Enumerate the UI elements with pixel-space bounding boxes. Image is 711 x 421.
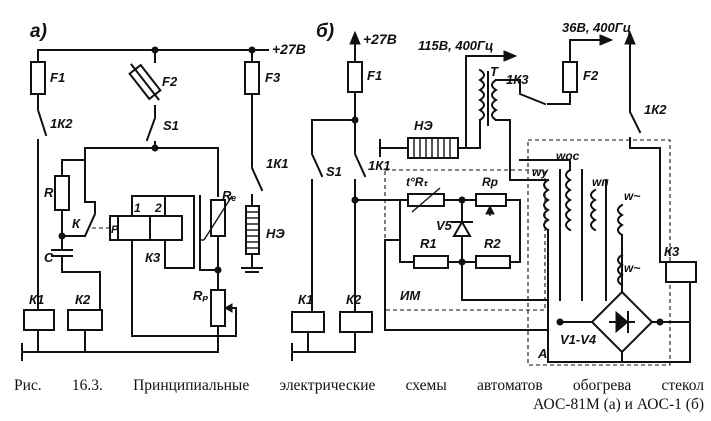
schematic-b: б) +27В F1 S1 1К1 К1 К2 [291,20,697,366]
label-s1-a: S1 [163,118,179,133]
fuse-f1-a [30,61,46,95]
caption-line-1: Рис. 16.3. Принципиальные электрические … [14,377,704,394]
panel-a-letter: а) [30,21,47,42]
label-heater-b: НЭ [414,118,433,133]
zener-v5 [452,219,472,237]
label-k-contact-a: К [72,216,81,231]
label-p-a: P [111,224,119,236]
label-wac2: w~ [624,261,640,275]
label-f2-b: F2 [583,68,599,83]
label-wy: wу [532,165,549,179]
label-1k2-contact-a: 1К2 [50,116,73,131]
label-r-a: R [44,185,54,200]
label-wac1: w~ [624,189,640,203]
resistor-r1-b [413,255,449,269]
label-heater-a: НЭ [266,226,285,241]
fuse-f2-b [562,61,578,93]
relay-k2-coil-a [67,309,103,331]
label-f1-a: F1 [50,70,65,85]
amplifier-a-block [527,139,671,366]
relay-k1-coil-a [23,309,55,331]
label-k1-a: К1 [29,292,44,307]
im-block [384,169,546,311]
label-k2-a: К2 [75,292,91,307]
relay-k3-coil-b [665,261,697,283]
label-1k1-contact-a: 1К1 [266,156,288,171]
fuse-f1-b [347,61,363,93]
circuit-diagram: а) +27В F1 1К2 F2 S1 F3 1К1 [21,20,697,366]
figure-caption: Рис. 16.3. Принципиальные электрические … [14,376,704,414]
label-rp-b: Rр [482,175,498,189]
label-k2-b: К2 [346,292,362,307]
resistor-rp-b [475,193,507,207]
label-f1-b: F1 [367,68,382,83]
label-v1v4: V1-V4 [560,332,597,347]
label-s1-b: S1 [326,164,342,179]
resistor-r-a [54,175,70,211]
label-rt-a: Rₑ [222,188,237,203]
label-1k3-contact: 1К3 [506,72,529,87]
label-im: ИМ [400,288,421,303]
label-1k1-contact-b: 1К1 [368,158,390,173]
fuse-f3-a [244,61,260,95]
label-115v: 115В, 400Гц [418,38,493,53]
potentiometer-rp-a [210,289,226,327]
label-f3-a: F3 [265,70,281,85]
relay-k3-core-a [109,215,183,241]
resistor-r2-b [475,255,511,269]
panel-b-letter: б) [316,21,334,42]
label-c-a: С [44,250,54,265]
label-r1: R1 [420,236,437,251]
label-v5: V5 [436,218,453,233]
label-1-a: 1 [134,201,141,215]
panel-a-supply-label: +27В [272,41,306,57]
label-f2-a: F2 [162,74,178,89]
schematic-a: а) +27В F1 1К2 F2 S1 F3 1К1 [21,21,306,361]
label-trt: t°Rₜ [406,175,428,189]
label-t: T [490,64,499,79]
caption-line-2: АОС-81М (а) и АОС-1 (б) [533,396,704,413]
label-k3-a: К3 [145,250,161,265]
label-k1-b: К1 [298,292,313,307]
label-k3-b: К3 [664,244,680,259]
relay-k1-coil-b [291,311,325,333]
relay-k2-coil-b [339,311,373,333]
label-1k2-contact-b: 1К2 [644,102,667,117]
label-rp-a: Rₚ [193,288,209,303]
panel-b-supply-label: +27В [363,31,397,47]
label-a: А [537,346,547,361]
label-r2: R2 [484,236,501,251]
label-2-a: 2 [154,201,162,215]
label-36v: 36В, 400Гц [562,20,631,35]
